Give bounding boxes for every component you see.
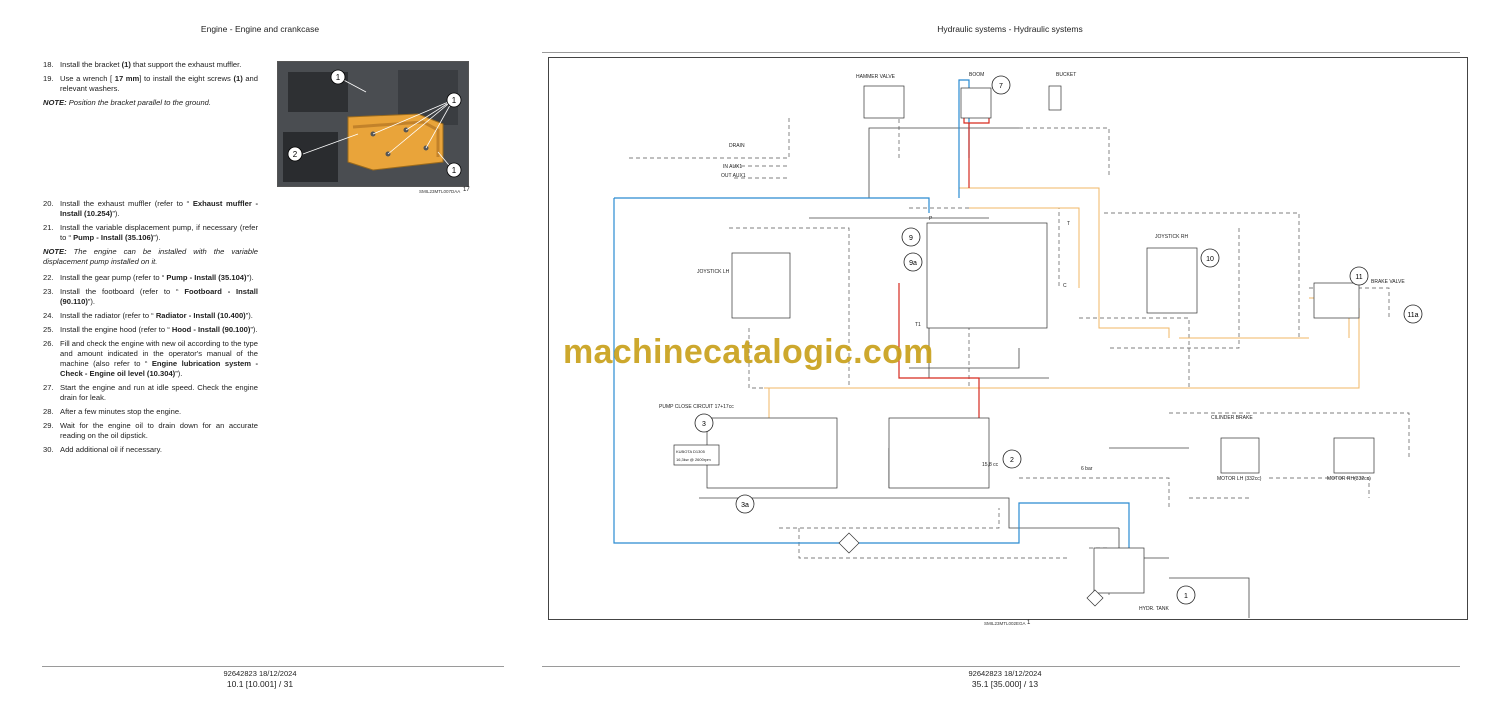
watermark-text: machinecatalogic.com xyxy=(563,333,934,371)
right-footer-rule xyxy=(542,666,1460,667)
pilot-lines xyxy=(629,88,1410,598)
svg-text:KUBOTA D1305: KUBOTA D1305 xyxy=(676,449,706,454)
svg-text:JOYSTICK RH: JOYSTICK RH xyxy=(1155,234,1188,240)
note: NOTE: The engine can be installed with t… xyxy=(43,247,258,266)
diagram-code: SMIL23MTL002EGA xyxy=(984,621,1026,626)
svg-text:15,8 cc: 15,8 cc xyxy=(982,462,999,468)
svg-text:PUMP CLOSE CIRCUIT 17+17cc: PUMP CLOSE CIRCUIT 17+17cc xyxy=(659,404,734,410)
right-page-header: Hydraulic systems - Hydraulic systems xyxy=(937,24,1083,34)
svg-text:3a: 3a xyxy=(741,502,749,509)
svg-text:9a: 9a xyxy=(909,260,917,267)
step-item: 26.Fill and check the engine with new oi… xyxy=(43,339,258,378)
engine-bracket-photo: 1 1 2 1 xyxy=(277,61,469,187)
svg-text:7: 7 xyxy=(999,83,1003,90)
svg-text:2: 2 xyxy=(293,150,298,159)
svg-text:IN AUX1: IN AUX1 xyxy=(723,164,742,170)
footer-doc: 92642823 18/12/2024 xyxy=(223,669,297,678)
svg-text:DRAIN: DRAIN xyxy=(729,143,745,149)
callout-9: 9 xyxy=(901,227,921,247)
step-item: 20. Install the exhaust muffler (refer t… xyxy=(43,199,258,218)
svg-text:1: 1 xyxy=(452,166,457,175)
hydraulic-diagram: HAMMER VALVE BOOM BUCKET DRAIN IN AUX1 O… xyxy=(548,57,1468,620)
footer-doc: 92642823 18/12/2024 xyxy=(968,669,1042,678)
steps-mid-list: 20. Install the exhaust muffler (refer t… xyxy=(43,199,258,271)
svg-text:16,3kw @ 2600rpm: 16,3kw @ 2600rpm xyxy=(676,457,711,462)
svg-text:HYDR. TANK: HYDR. TANK xyxy=(1139,606,1169,612)
svg-text:11a: 11a xyxy=(1407,312,1418,319)
pilot-orange-lines xyxy=(764,187,1360,418)
svg-text:BRAKE VALVE: BRAKE VALVE xyxy=(1371,279,1405,285)
return-lines xyxy=(613,79,1130,548)
components xyxy=(673,85,1375,607)
note: NOTE: Position the bracket parallel to t… xyxy=(43,98,211,107)
svg-text:P: P xyxy=(929,216,933,222)
svg-text:3: 3 xyxy=(702,421,706,428)
svg-text:11: 11 xyxy=(1355,274,1362,281)
footer-page: 10.1 [10.001] / 31 xyxy=(226,679,294,689)
svg-text:MOTOR RH(332cc): MOTOR RH(332cc) xyxy=(1327,476,1371,482)
step-item: 27.Start the engine and run at idle spee… xyxy=(43,383,258,402)
steps-bottom-list: 22.Install the gear pump (refer to “ Pum… xyxy=(43,273,258,459)
diagram-figure-number: 1 xyxy=(1027,620,1031,626)
svg-text:MOTOR LH (332cc): MOTOR LH (332cc) xyxy=(1217,476,1262,482)
svg-text:9: 9 xyxy=(909,235,913,242)
diagram-callouts: 7 9 9a 10 11 11a 3 3a 2 1 xyxy=(694,75,1423,605)
svg-text:C: C xyxy=(1063,283,1067,289)
svg-text:1: 1 xyxy=(452,96,457,105)
photo-callout: 1 xyxy=(446,162,462,178)
svg-text:BOOM: BOOM xyxy=(969,72,984,78)
step-item: 21. Install the variable displacement pu… xyxy=(43,223,258,242)
callout-9a: 9a xyxy=(903,252,923,272)
step-item: 18. Install the bracket (1) that support… xyxy=(43,60,242,69)
footer-page: 35.1 [35.000] / 13 xyxy=(971,679,1039,689)
drain-lines xyxy=(699,127,1250,618)
photo-callout: 1 xyxy=(446,92,462,108)
figure-number: 17 xyxy=(463,187,470,193)
svg-text:JOYSTICK LH: JOYSTICK LH xyxy=(697,269,730,275)
callout-7: 7 xyxy=(991,75,1011,95)
step-item: 29.Wait for the engine oil to drain down… xyxy=(43,421,258,440)
left-page-header: Engine - Engine and crankcase xyxy=(200,24,320,34)
svg-text:10: 10 xyxy=(1206,256,1214,263)
step-item: 23.Install the footboard (refer to “ Foo… xyxy=(43,287,258,306)
steps-top-list: 18. Install the bracket (1) that support… xyxy=(43,60,258,112)
right-header-rule xyxy=(542,52,1460,53)
step-item: 25.Install the engine hood (refer to “ H… xyxy=(43,325,258,334)
svg-text:T: T xyxy=(1067,221,1070,227)
svg-text:1: 1 xyxy=(336,73,341,82)
svg-text:OUT AUX1: OUT AUX1 xyxy=(721,173,746,179)
left-footer: 92642823 18/12/2024 10.1 [10.001] / 31 xyxy=(170,669,350,689)
callout-3: 3 xyxy=(694,413,714,433)
photo-callout: 2 xyxy=(287,146,303,162)
right-footer: 92642823 18/12/2024 35.1 [35.000] / 13 xyxy=(915,669,1095,689)
step-item: 24.Install the radiator (refer to “ Radi… xyxy=(43,311,253,320)
step-item: 22.Install the gear pump (refer to “ Pum… xyxy=(43,273,254,282)
callout-1: 1 xyxy=(1176,585,1196,605)
photo-code: SMIL23MTL007DAA xyxy=(419,189,461,194)
svg-text:HAMMER VALVE: HAMMER VALVE xyxy=(856,74,896,80)
svg-text:6 bar: 6 bar xyxy=(1081,466,1093,472)
step-item: 19. Use a wrench [ 17 mm] to install the… xyxy=(43,74,259,93)
svg-text:BUCKET: BUCKET xyxy=(1056,72,1076,78)
callout-3a: 3a xyxy=(735,494,755,514)
diagram-labels: HAMMER VALVE BOOM BUCKET DRAIN IN AUX1 O… xyxy=(659,72,1405,612)
step-item: 30.Add additional oil if necessary. xyxy=(43,445,163,454)
photo-callout: 1 xyxy=(330,69,346,85)
callout-2: 2 xyxy=(1002,449,1022,469)
callout-10: 10 xyxy=(1200,248,1220,268)
callout-11: 11 xyxy=(1349,266,1369,286)
left-footer-rule xyxy=(42,666,504,667)
step-item: 28.After a few minutes stop the engine. xyxy=(43,407,182,416)
callout-11a: 11a xyxy=(1403,304,1423,324)
svg-text:1: 1 xyxy=(1184,593,1188,600)
svg-text:2: 2 xyxy=(1010,457,1014,464)
svg-text:CILINDER BRAKE: CILINDER BRAKE xyxy=(1211,415,1253,421)
svg-text:T1: T1 xyxy=(915,322,921,328)
